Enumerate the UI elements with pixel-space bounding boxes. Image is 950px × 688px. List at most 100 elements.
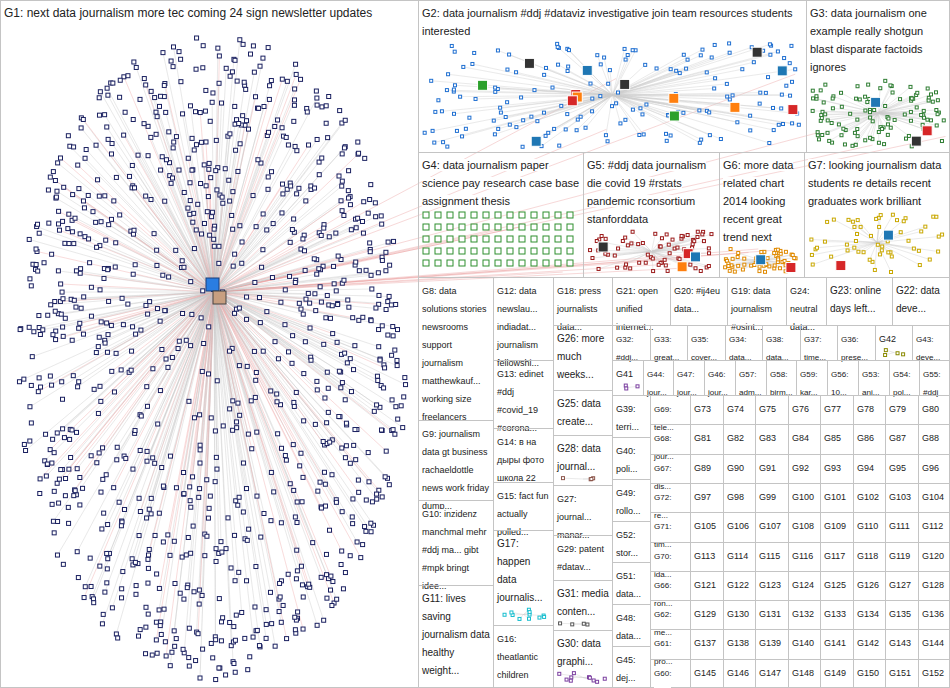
vertex-dot bbox=[111, 81, 115, 85]
vertex-dot bbox=[56, 161, 60, 165]
vertex-dot bbox=[269, 470, 273, 474]
vertex-dot bbox=[242, 80, 246, 84]
edge-line bbox=[81, 118, 214, 292]
vertex-dot bbox=[254, 370, 258, 374]
vertex-dot bbox=[120, 587, 124, 591]
edge-line bbox=[613, 95, 799, 125]
vertex-dot bbox=[38, 491, 42, 495]
vertex-dot bbox=[353, 428, 357, 432]
vertex-dot bbox=[100, 622, 104, 626]
edge-line bbox=[462, 95, 612, 136]
vertex-dot bbox=[241, 42, 245, 46]
vertex-dot bbox=[99, 399, 103, 403]
vertex-dot bbox=[384, 449, 388, 453]
edge-line bbox=[184, 292, 214, 653]
vertex-dot bbox=[308, 301, 312, 305]
vertex-dot bbox=[340, 381, 344, 385]
vertex-dot bbox=[231, 399, 235, 403]
vertex-dot bbox=[110, 142, 114, 146]
vertex-dot bbox=[228, 74, 232, 78]
vertex-dot bbox=[200, 369, 204, 373]
vertex-dot bbox=[923, 116, 926, 119]
vertex-dot bbox=[32, 330, 36, 334]
vertex-dot bbox=[759, 91, 762, 94]
edge-line bbox=[841, 113, 878, 135]
edge-line bbox=[108, 292, 214, 525]
vertex-dot bbox=[238, 142, 242, 146]
vertex-dot bbox=[130, 349, 134, 353]
vertex-dot bbox=[323, 482, 327, 486]
edge-line bbox=[214, 292, 347, 425]
vertex-dot bbox=[336, 254, 340, 258]
vertex-dot bbox=[75, 430, 79, 434]
vertex-dot bbox=[166, 533, 170, 537]
vertex-dot bbox=[133, 560, 137, 564]
vertex-dot bbox=[853, 131, 856, 134]
profile-icon bbox=[478, 80, 488, 90]
vertex-dot bbox=[387, 294, 391, 298]
vertex-dot bbox=[207, 506, 211, 510]
vertex-dot bbox=[942, 119, 945, 122]
vertex-dot bbox=[192, 590, 196, 594]
vertex-dot bbox=[322, 618, 326, 622]
edge-line bbox=[498, 50, 613, 95]
vertex-dot bbox=[51, 519, 55, 523]
vertex-dot bbox=[113, 265, 117, 269]
vertex-dot bbox=[61, 562, 65, 566]
vertex-dot bbox=[180, 555, 184, 559]
vertex-dot bbox=[67, 242, 71, 246]
vertex-dot bbox=[295, 500, 299, 504]
vertex-dot bbox=[214, 559, 218, 563]
vertex-dot bbox=[137, 496, 141, 500]
edge-line bbox=[76, 292, 214, 495]
edge-line bbox=[214, 64, 296, 292]
edge-line bbox=[214, 79, 616, 292]
edge-line bbox=[58, 271, 214, 292]
edge-line bbox=[822, 113, 878, 135]
vertex-dot bbox=[293, 87, 297, 91]
vertex-dot bbox=[781, 123, 784, 126]
vertex-dot bbox=[300, 500, 304, 504]
vertex-dot bbox=[388, 263, 392, 267]
vertex-dot bbox=[617, 91, 620, 94]
vertex-dot bbox=[151, 367, 155, 371]
vertex-dot bbox=[234, 613, 238, 617]
vertex-dot bbox=[100, 527, 104, 531]
profile-icon bbox=[777, 66, 787, 76]
vertex-dot bbox=[459, 212, 465, 218]
edge-line bbox=[214, 292, 359, 492]
vertex-dot bbox=[70, 230, 74, 234]
vertex-dot bbox=[268, 84, 272, 88]
vertex-dot bbox=[189, 280, 193, 284]
vertex-dot bbox=[57, 501, 61, 505]
vertex-dot bbox=[642, 133, 645, 136]
vertex-dot bbox=[83, 585, 87, 589]
vertex-dot bbox=[624, 58, 627, 61]
vertex-dot bbox=[158, 624, 162, 628]
vertex-dot bbox=[591, 97, 594, 100]
vertex-dot bbox=[99, 320, 103, 324]
vertex-dot bbox=[208, 494, 212, 498]
vertex-dot bbox=[146, 553, 150, 557]
vertex-dot bbox=[391, 334, 395, 338]
vertex-dot bbox=[89, 285, 93, 289]
vertex-dot bbox=[252, 349, 256, 353]
vertex-dot bbox=[56, 519, 60, 523]
edge-line bbox=[613, 93, 761, 95]
vertex-dot bbox=[255, 628, 259, 632]
vertex-dot bbox=[579, 115, 582, 118]
vertex-dot bbox=[67, 212, 71, 216]
vertex-dot bbox=[362, 200, 366, 204]
vertex-dot bbox=[190, 168, 194, 172]
vertex-dot bbox=[122, 133, 126, 137]
vertex-dot bbox=[134, 332, 138, 336]
edge-line bbox=[85, 292, 214, 587]
vertex-dot bbox=[326, 136, 330, 140]
vertex-dot bbox=[233, 311, 237, 315]
vertex-dot bbox=[55, 431, 59, 435]
edge-line bbox=[878, 99, 912, 113]
edge-line bbox=[558, 65, 612, 95]
vertex-dot bbox=[790, 44, 793, 47]
vertex-dot bbox=[103, 113, 107, 117]
edge-line bbox=[613, 95, 702, 140]
